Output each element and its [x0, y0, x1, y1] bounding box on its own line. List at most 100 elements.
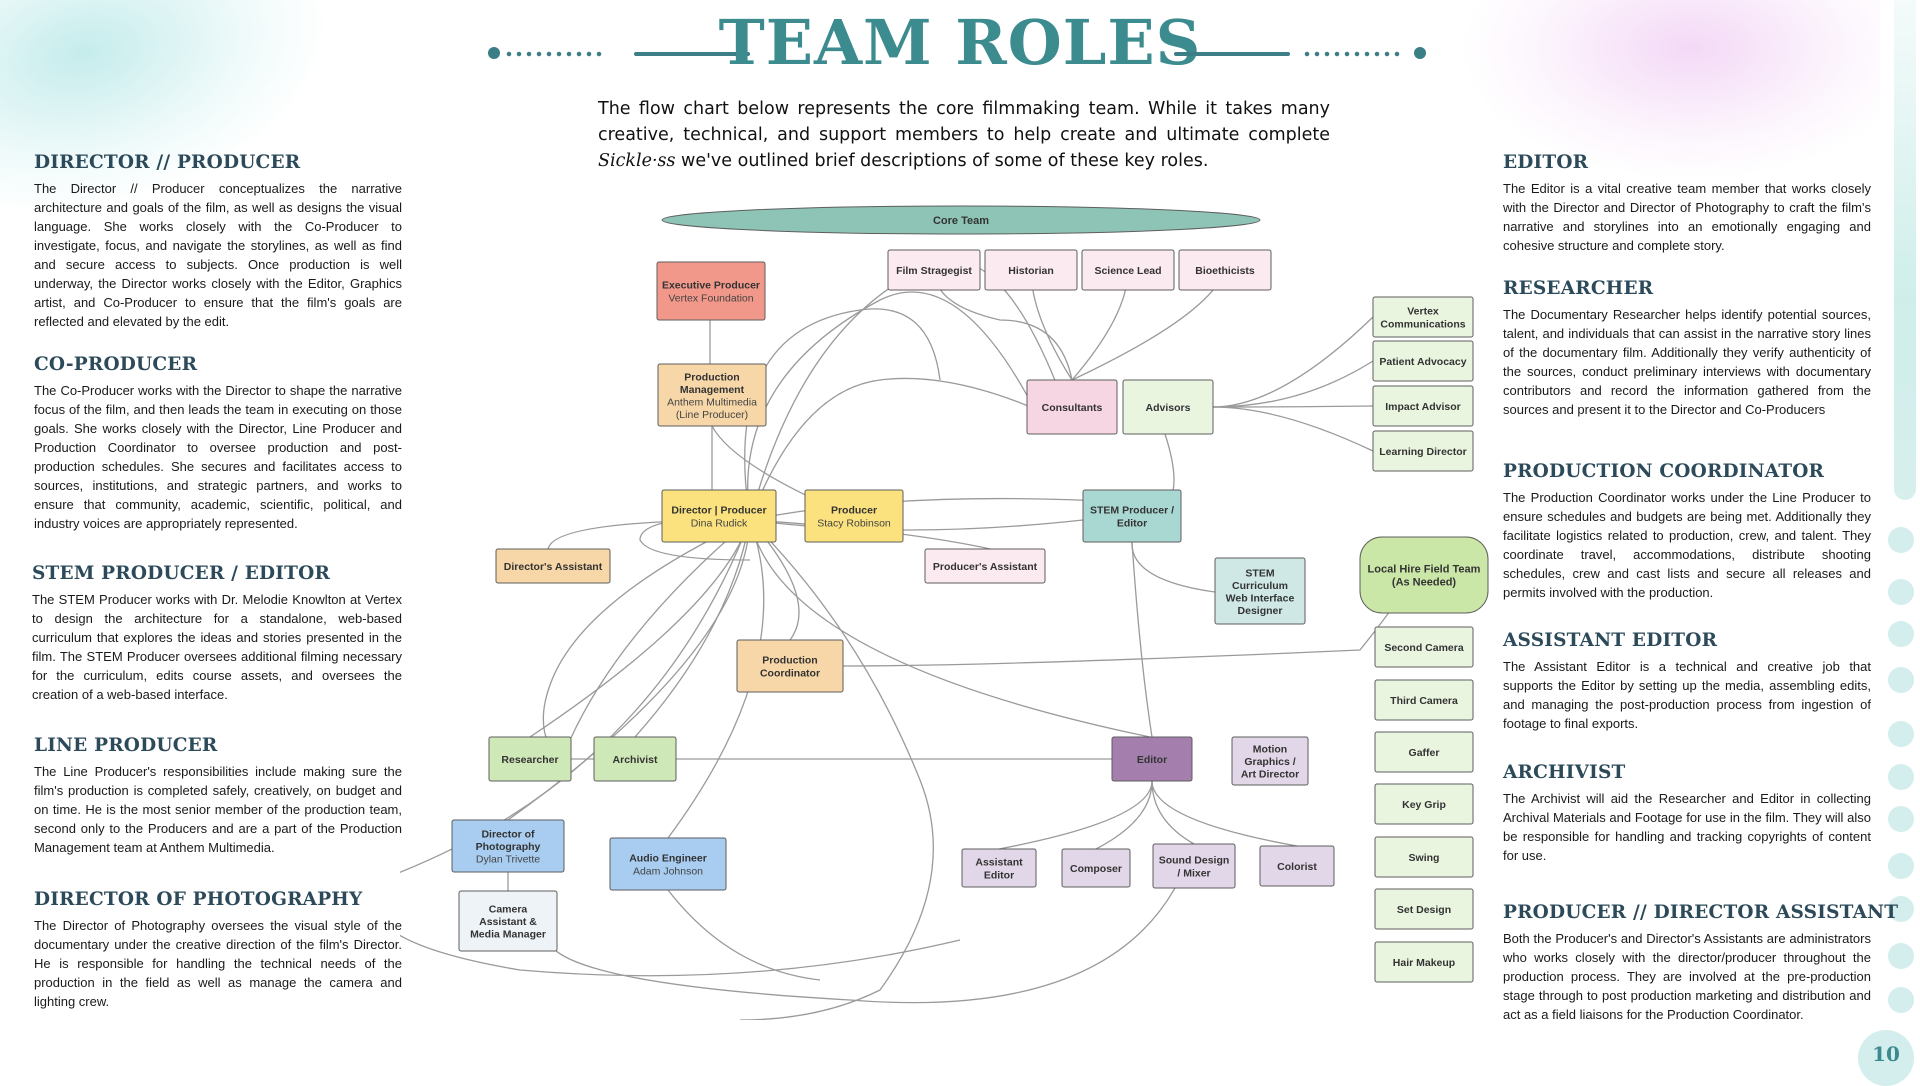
- side-dot: [1888, 943, 1914, 969]
- section-title: DIRECTOR // PRODUCER: [34, 152, 301, 173]
- camera-assistant-node-label: Assistant &: [479, 916, 537, 928]
- editor-node-label: Editor: [1137, 754, 1167, 766]
- assistant-editor-node-label: Editor: [984, 870, 1014, 882]
- audio-engineer-node-box: [609, 837, 727, 891]
- hair-makeup-node-label: Hair Makeup: [1393, 957, 1455, 969]
- colorist-node-box: [1259, 845, 1335, 887]
- producers-assistant-node-box: [924, 548, 1046, 584]
- motion-graphics-node-label: Motion: [1253, 744, 1287, 756]
- science-lead-node-box: [1081, 249, 1175, 291]
- stem-producer-node-label: Editor: [1117, 518, 1147, 530]
- section-body: The STEM Producer works with Dr. Melodie…: [32, 592, 402, 702]
- learning-director-node: Learning Director: [1372, 430, 1474, 472]
- side-dot: [1888, 987, 1914, 1013]
- composer-node-label: Composer: [1070, 863, 1122, 875]
- section-body: The Assistant Editor is a technical and …: [1503, 659, 1871, 731]
- section-body: The Editor is a vital creative team memb…: [1503, 181, 1871, 253]
- vertex-communications-node-label: Vertex: [1407, 306, 1439, 318]
- local-hire-team-node-label: (As Needed): [1392, 577, 1457, 589]
- section-title: RESEARCHER: [1503, 278, 1654, 299]
- connector-line: [842, 579, 1411, 667]
- side-dot: [1888, 527, 1914, 553]
- impact-advisor-node-label: Impact Advisor: [1385, 401, 1460, 413]
- section-title: ASSISTANT EDITOR: [1503, 630, 1718, 651]
- sound-design-node-label: / Mixer: [1177, 868, 1210, 880]
- patient-advocacy-node-box: [1372, 340, 1474, 382]
- editor-node-box: [1111, 736, 1193, 782]
- researcher-node-label: Researcher: [501, 754, 558, 766]
- stem-producer-node-box: [1082, 489, 1182, 543]
- connector-line: [998, 780, 1153, 850]
- connector-line: [529, 519, 751, 738]
- historian-node-label: Historian: [1008, 265, 1054, 277]
- director-of-photography-node-label: Director of: [481, 829, 535, 841]
- set-design-node: Set Design: [1374, 888, 1474, 930]
- page-number: 10: [1858, 1030, 1914, 1086]
- side-bar: [1894, 0, 1916, 500]
- section-director-of-photography: DIRECTOR OF PHOTOGRAPHY The Director of …: [34, 889, 402, 1011]
- consultants-node-label: Consultants: [1042, 402, 1103, 414]
- section-body: The Documentary Researcher helps identif…: [1503, 307, 1871, 417]
- section-researcher: RESEARCHER The Documentary Researcher he…: [1503, 278, 1871, 419]
- section-body: The Line Producer's responsibilities inc…: [34, 764, 402, 855]
- section-body: The Director of Photography oversees the…: [34, 918, 402, 1009]
- connector-line: [667, 889, 821, 981]
- production-management-node-label: Management: [680, 384, 745, 396]
- archivist-node: Archivist: [593, 736, 677, 782]
- sound-design-node-box: [1152, 843, 1236, 889]
- side-decoration: [1888, 0, 1920, 1080]
- connector-line: [1151, 780, 1298, 847]
- stem-curriculum-node-label: STEM: [1245, 567, 1274, 579]
- sound-design-node-label: Sound Design: [1159, 855, 1230, 867]
- consultants-node: Consultants: [1026, 379, 1118, 435]
- film-strategist-node-label: Film Stragegist: [896, 265, 972, 277]
- historian-node: Historian: [984, 249, 1078, 291]
- connector-line: [639, 519, 751, 561]
- film-strategist-node: Film Stragegist: [887, 249, 981, 291]
- production-management-node-label: Anthem Multimedia: [667, 396, 757, 408]
- connector-line: [1151, 780, 1195, 845]
- swing-node-label: Swing: [1409, 852, 1440, 864]
- side-dot: [1888, 853, 1914, 879]
- production-coordinator-node-label: Production: [762, 655, 817, 667]
- consultants-node-box: [1026, 379, 1118, 435]
- composer-node: Composer: [1061, 848, 1131, 888]
- section-body: The Co-Producer works with the Director …: [34, 383, 402, 531]
- patient-advocacy-node-label: Patient Advocacy: [1379, 356, 1466, 368]
- connector-line: [749, 497, 1121, 521]
- stem-producer-node-label: STEM Producer /: [1090, 505, 1174, 517]
- title-ornament-left: [488, 46, 750, 60]
- producer-node-label: Producer: [831, 505, 877, 517]
- producers-assistant-node: Producer's Assistant: [924, 548, 1046, 584]
- motion-graphics-node-label: Graphics /: [1244, 756, 1295, 768]
- connector-line: [634, 519, 751, 738]
- core-team-node-box: [661, 205, 1261, 235]
- section-body: The Archivist will aid the Researcher an…: [1503, 791, 1871, 863]
- bioethicists-node-label: Bioethicists: [1195, 265, 1255, 277]
- gaffer-node-label: Gaffer: [1409, 747, 1440, 759]
- side-dot: [1888, 806, 1914, 832]
- section-body: Both the Producer's and Director's Assis…: [1503, 931, 1871, 1022]
- advisors-node: Advisors: [1122, 379, 1214, 435]
- hair-makeup-node: Hair Makeup: [1374, 941, 1474, 983]
- key-grip-node: Key Grip: [1374, 783, 1474, 825]
- connector-line: [749, 519, 1084, 531]
- third-camera-node-box: [1374, 679, 1474, 721]
- section-editor: EDITOR The Editor is a vital creative te…: [1503, 152, 1871, 255]
- camera-assistant-node-box: [458, 890, 558, 952]
- section-title: STEM PRODUCER / EDITOR: [32, 563, 331, 584]
- section-title: DIRECTOR OF PHOTOGRAPHY: [34, 889, 363, 910]
- connector-line: [749, 259, 1071, 521]
- stem-producer-node: STEM Producer /Editor: [1082, 489, 1182, 543]
- connector-line: [744, 308, 941, 521]
- production-management-node-box: [657, 363, 767, 427]
- film-strategist-node-box: [887, 249, 981, 291]
- stem-curriculum-node-box: [1214, 557, 1306, 625]
